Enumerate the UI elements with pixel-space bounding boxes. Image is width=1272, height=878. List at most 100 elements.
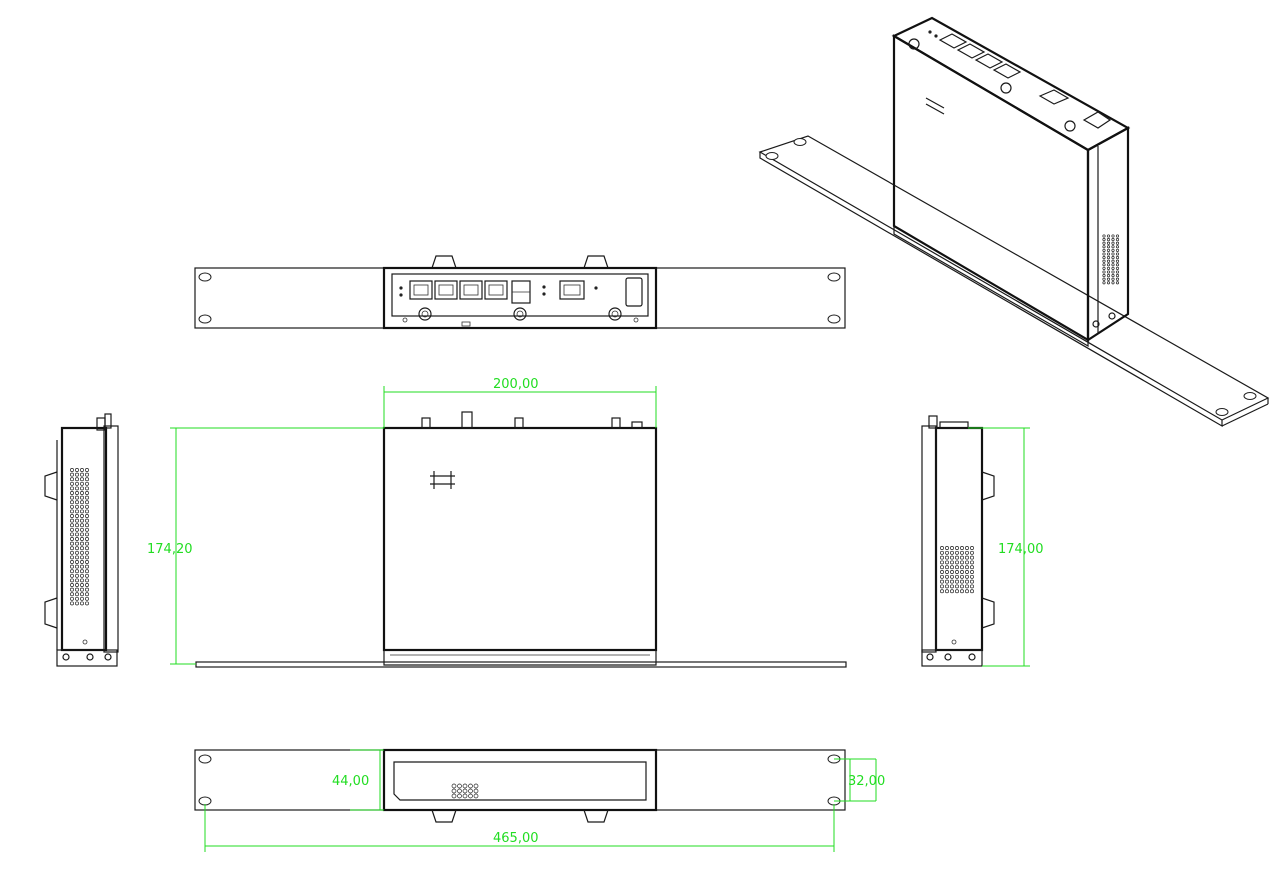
vent-hole [70, 481, 74, 486]
side-tab [44, 597, 58, 629]
vent-hole [970, 546, 974, 550]
mounting-hole [198, 754, 212, 764]
vent-hole [85, 569, 89, 574]
vent-hole [955, 565, 959, 570]
vent-hole [955, 555, 959, 560]
side-tab [981, 597, 995, 629]
vent-hole [80, 532, 84, 537]
vent-hole [70, 573, 74, 578]
vent-hole [965, 555, 969, 560]
vent-hole [965, 570, 969, 574]
vent-hole [1106, 238, 1111, 242]
vent-hole [1106, 234, 1111, 238]
vent-hole [1106, 281, 1111, 285]
vent-hole [70, 486, 74, 491]
vent-hole [85, 527, 89, 532]
vent-hole [960, 589, 964, 594]
bracket-tab [431, 255, 457, 269]
vent-hole [80, 537, 84, 541]
vent-hole [75, 527, 79, 532]
device-front-panel [382, 748, 658, 812]
vent-hole [70, 532, 74, 537]
iso-ports [938, 33, 1112, 129]
vent-hole [75, 537, 79, 541]
status-leds [451, 783, 479, 799]
vent-hole [955, 546, 959, 550]
vent-hole [940, 555, 944, 560]
antenna-stub [514, 417, 524, 429]
vent-hole [1115, 274, 1120, 278]
vent-hole [960, 570, 964, 574]
vent-hole [950, 546, 954, 550]
vent-hole [1111, 274, 1115, 278]
mounting-hole [198, 314, 212, 324]
vent-hole [1115, 277, 1120, 281]
vent-hole [945, 574, 949, 579]
vent-hole [950, 589, 954, 594]
vent-hole [960, 565, 964, 570]
vent-hole [1102, 234, 1106, 238]
vent-hole [75, 541, 79, 546]
vent-hole [80, 500, 84, 505]
vent-hole [945, 565, 949, 570]
vent-hole [80, 583, 84, 587]
device-rear-panel [382, 266, 658, 330]
antenna-connector [418, 307, 432, 321]
vent-hole [960, 555, 964, 560]
vent-hole [970, 579, 974, 584]
vent-hole [945, 546, 949, 550]
antenna-stub [461, 411, 473, 429]
vent-hole [70, 504, 74, 509]
vent-holes [70, 468, 89, 606]
vent-hole [945, 555, 949, 560]
vent-hole [473, 788, 479, 794]
vent-hole [940, 546, 944, 550]
vent-hole [70, 541, 74, 546]
dim-width-top: 200,00 [493, 377, 539, 392]
vent-hole [1102, 238, 1106, 242]
vent-hole [75, 481, 79, 486]
vent-hole [950, 574, 954, 579]
vent-hole [85, 550, 89, 555]
vent-hole [1106, 245, 1111, 249]
vent-hole [80, 472, 84, 477]
bracket-plate [921, 425, 937, 653]
vent-hole [970, 570, 974, 574]
vent-hole [70, 569, 74, 574]
vent-hole [1111, 248, 1115, 252]
vent-hole [950, 579, 954, 584]
vent-hole [80, 504, 84, 509]
vent-hole [1106, 241, 1111, 245]
vent-hole [462, 793, 468, 799]
vent-hole [85, 477, 89, 482]
vent-hole [1102, 281, 1106, 285]
vent-hole [70, 495, 74, 500]
vent-hole [955, 584, 959, 589]
vent-hole [80, 578, 84, 583]
vent-hole [1106, 248, 1111, 252]
vent-hole [1102, 259, 1106, 263]
vent-hole [70, 523, 74, 528]
vent-hole [80, 560, 84, 564]
vent-hole [940, 550, 944, 555]
vent-hole [80, 486, 84, 491]
vent-hole [955, 579, 959, 584]
vent-hole [950, 570, 954, 574]
vent-hole [85, 486, 89, 491]
device-top-cover [382, 426, 658, 652]
dim-depth-left: 174,20 [147, 542, 193, 557]
vent-hole [75, 523, 79, 528]
vent-hole [80, 468, 84, 472]
vent-hole [75, 583, 79, 587]
vent-hole [1106, 277, 1111, 281]
vent-hole [75, 477, 79, 482]
vent-hole [950, 560, 954, 565]
vent-hole [75, 550, 79, 555]
antenna-connector [1064, 120, 1076, 132]
vent-hole [80, 514, 84, 518]
vent-hole [70, 491, 74, 495]
vent-hole [75, 564, 79, 569]
vent-hole [1111, 234, 1115, 238]
mounting-hole [198, 272, 212, 282]
vent-hole [960, 550, 964, 555]
